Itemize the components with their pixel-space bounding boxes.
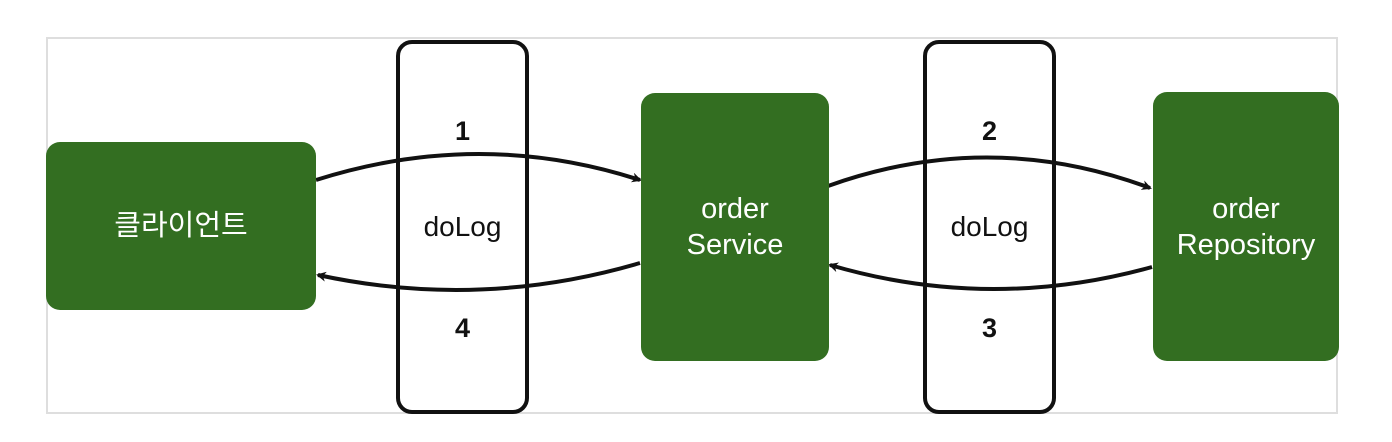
order-repository-node: order Repository [1153, 92, 1339, 361]
aspect-2-label: doLog [950, 211, 1029, 242]
order-repository-label-line1: order [1212, 192, 1280, 225]
aspect-box-2 [923, 40, 1056, 414]
order-service-node: order Service [641, 93, 829, 361]
arrow-service-to-client [316, 261, 641, 292]
arrow-service-to-repository [827, 155, 1152, 190]
aspect-box-1 [396, 40, 529, 414]
step-number-3: 3 [981, 313, 998, 343]
order-service-label-line2: Service [686, 229, 784, 261]
client-node: 클라이언트 [46, 142, 316, 310]
step-number-1: 1 [454, 116, 471, 146]
arrow-repository-to-service [828, 262, 1153, 291]
order-repository-label-line2: Repository [1176, 228, 1316, 261]
order-service-label-line1: order [701, 193, 769, 225]
step-number-2: 2 [981, 116, 998, 146]
client-label: 클라이언트 [114, 210, 248, 242]
arrow-client-to-service [315, 152, 642, 183]
step-number-4: 4 [454, 313, 471, 343]
aspect-1-label: doLog [423, 211, 502, 242]
